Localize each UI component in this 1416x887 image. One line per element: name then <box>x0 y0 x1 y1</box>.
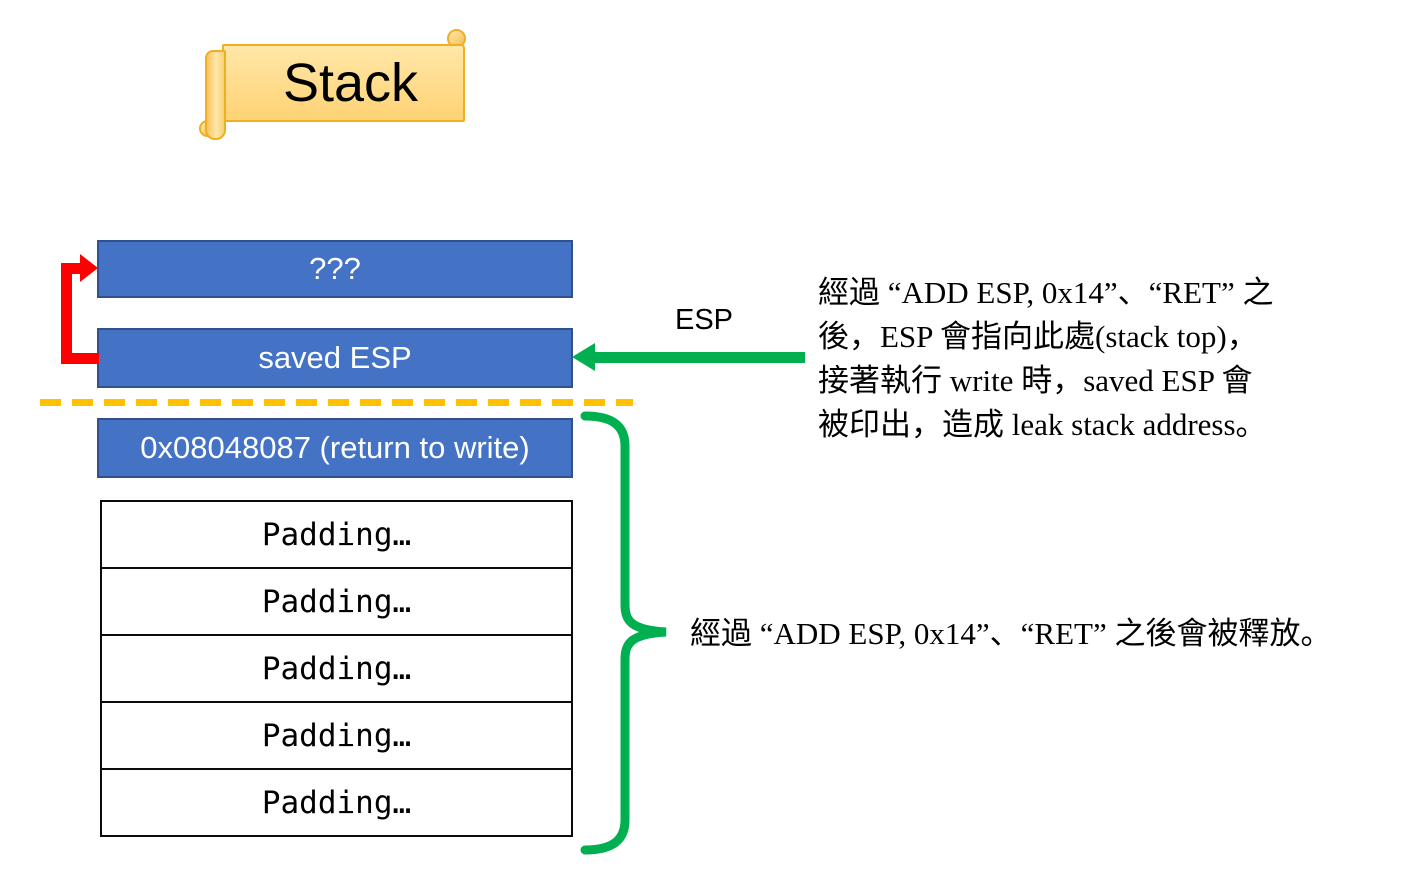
freed-region-brace-icon <box>580 411 667 855</box>
stack-cell-padding: Padding… <box>100 500 573 569</box>
stack-cell-padding: Padding… <box>100 567 573 636</box>
stack-banner-label: Stack <box>282 53 419 113</box>
stack-top-separator <box>40 399 633 406</box>
stack-cell-padding: Padding… <box>100 634 573 703</box>
stack-cell-unknown: ??? <box>97 240 573 298</box>
esp-arrowhead-icon <box>572 343 595 371</box>
stack-banner-body: Stack <box>222 44 465 122</box>
esp-arrow-shaft <box>594 352 805 363</box>
esp-leak-note-line: 後，ESP 會指向此處(stack top)， <box>818 319 1258 354</box>
red-arrowhead-icon <box>80 254 98 282</box>
stack-cell-return-address: 0x08048087 (return to write) <box>97 418 573 478</box>
esp-leak-note-line: 經過 “ADD ESP, 0x14”、“RET” 之 <box>818 275 1274 310</box>
esp-leak-note-line: 被印出，造成 leak stack address。 <box>818 407 1267 442</box>
esp-register-label: ESP <box>674 304 734 336</box>
release-note: 經過 “ADD ESP, 0x14”、“RET” 之後會被釋放。 <box>690 616 1332 651</box>
stack-cell-saved-esp: saved ESP <box>97 328 573 388</box>
stack-cell-padding: Padding… <box>100 701 573 770</box>
esp-leak-note: 經過 “ADD ESP, 0x14”、“RET” 之 後，ESP 會指向此處(s… <box>818 271 1273 447</box>
scroll-roll-decoration <box>205 50 226 140</box>
esp-leak-note-line: 接著執行 write 時，saved ESP 會 <box>818 363 1253 398</box>
red-arrow-bottom-segment <box>61 353 99 364</box>
red-arrow-vertical-segment <box>61 263 72 364</box>
stack-cell-padding: Padding… <box>100 768 573 837</box>
red-arrow-top-segment <box>61 263 82 274</box>
